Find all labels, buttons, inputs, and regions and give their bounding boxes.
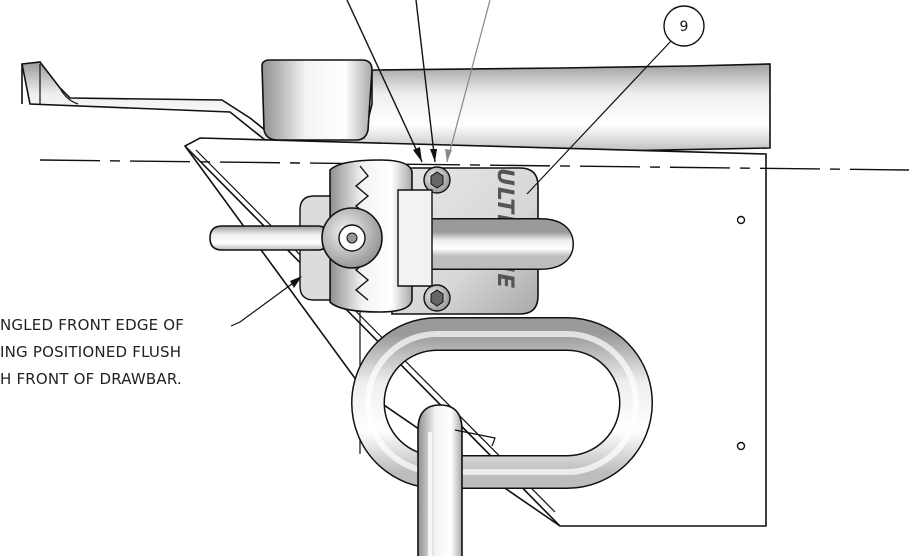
tensioner-knob <box>321 207 383 269</box>
tow-ring <box>351 317 653 489</box>
leader-lines-top <box>346 0 491 163</box>
note-line-2: ING POSITIONED FLUSH <box>0 343 182 361</box>
note-leader <box>230 276 302 327</box>
drawbar-hole-upper <box>736 215 746 225</box>
note-line-3: H FRONT OF DRAWBAR. <box>0 370 182 388</box>
tensioner-handle <box>209 225 329 251</box>
center-line <box>39 159 909 171</box>
balloon-9: 9 <box>526 5 705 195</box>
balloon-number: 9 <box>680 19 689 35</box>
note-line-1: NGLED FRONT EDGE OF <box>0 316 185 334</box>
d-ring <box>416 218 575 270</box>
vertical-rod <box>417 404 496 556</box>
drawbar-hole-lower <box>736 441 746 451</box>
